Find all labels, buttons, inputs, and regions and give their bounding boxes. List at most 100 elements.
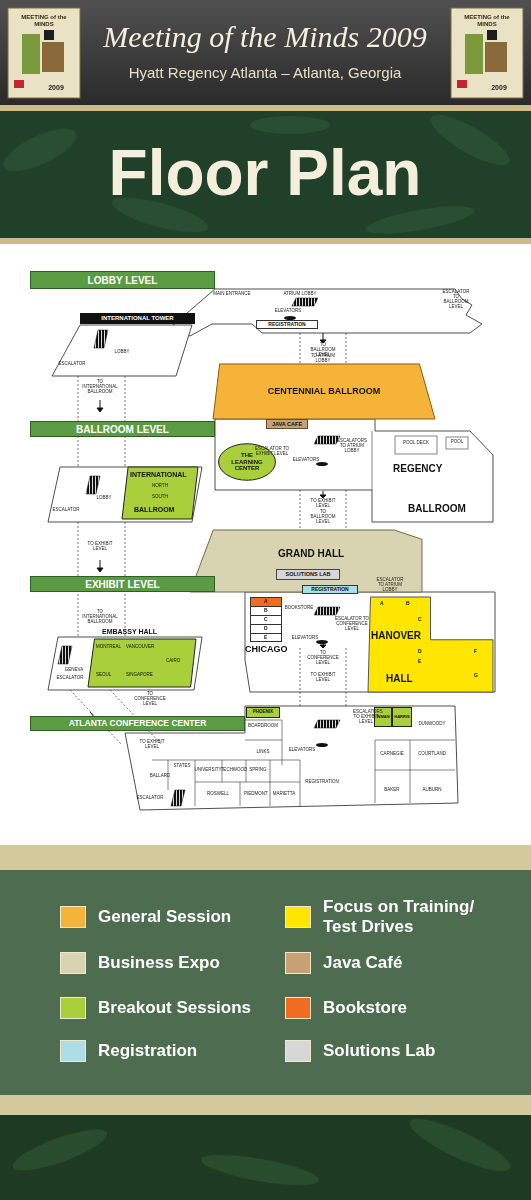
room-box: EMBASSY HALLMONTREALVANCOUVERSEOULSINGAP… bbox=[88, 639, 196, 687]
plan-label: TO EXHIBIT LEVEL bbox=[85, 542, 115, 552]
plan-label: ELEVATORS bbox=[275, 309, 301, 314]
page-title: Meeting of the Minds 2009 bbox=[103, 20, 426, 53]
room-label: B bbox=[406, 601, 410, 607]
room-box: CENTENNIAL BALLROOM bbox=[213, 364, 435, 419]
plan-label: POOL bbox=[451, 440, 464, 445]
room-box: BALLROOM LEVEL bbox=[30, 421, 215, 437]
room-box: ATLANTA CONFERENCE CENTER bbox=[30, 716, 245, 731]
plan-label: ESCALATOR bbox=[137, 796, 164, 801]
room-label: EXHIBIT LEVEL bbox=[85, 579, 159, 590]
room-label: REGENCY bbox=[393, 463, 442, 474]
plan-label: 2009 bbox=[491, 84, 507, 92]
plan-label: TO EXHIBIT LEVEL bbox=[308, 499, 338, 509]
plan-label: POOL DECK bbox=[403, 441, 429, 446]
plan-label: TO EXHIBIT LEVEL bbox=[307, 673, 339, 683]
plan-label: ESCALATOR bbox=[53, 508, 80, 513]
room-text-wrap: PHOENIX bbox=[247, 708, 279, 717]
plan-label: ESCALATORS TO ATRIUM LOBBY bbox=[335, 439, 369, 454]
plan-label: ESCALATOR TO ATRIUM LOBBY bbox=[373, 578, 407, 593]
room-label: HANOVER bbox=[371, 630, 421, 641]
room-label: CAIRO bbox=[166, 659, 180, 664]
room-label: C bbox=[264, 617, 268, 623]
legend-label: Java Café bbox=[323, 953, 498, 973]
page-caption: Hyatt Regency Atlanta – Atlanta, Georgia bbox=[129, 65, 402, 82]
room-label: A bbox=[264, 599, 268, 605]
room-label: LOBBY LEVEL bbox=[88, 275, 158, 286]
plan-label: LOBBY bbox=[114, 350, 129, 355]
legend-swatch bbox=[285, 1040, 311, 1062]
plan-label: AUBURN bbox=[422, 788, 441, 793]
room-text-wrap: ATLANTA CONFERENCE CENTER bbox=[31, 717, 244, 730]
plan-label: LOBBY bbox=[96, 496, 111, 501]
plan-label: TECHWOOD bbox=[221, 768, 248, 773]
plan-label: ESCALATOR TO BALLROOM LEVEL bbox=[441, 290, 471, 310]
plan-label: LINKS bbox=[256, 750, 269, 755]
plan-label: ESCALATORS TO EXHIBIT LEVEL bbox=[353, 710, 379, 725]
room-label: B bbox=[264, 608, 268, 614]
room-box: LOBBY LEVEL bbox=[30, 271, 215, 289]
plan-label: 2009 bbox=[48, 84, 64, 92]
room-text-wrap: EXHIBIT LEVEL bbox=[31, 577, 214, 591]
room-label: F bbox=[474, 649, 477, 655]
room-label: A bbox=[380, 601, 384, 607]
room-label: INTERNATIONAL bbox=[130, 471, 187, 479]
room-label: CENTENNIAL BALLROOM bbox=[268, 387, 380, 397]
plan-label: ESCALATOR bbox=[59, 362, 86, 367]
room-label: G bbox=[474, 673, 478, 679]
plan-label: TO INTERNATIONAL BALLROOM bbox=[80, 610, 120, 625]
plan-label: TO EXHIBIT LEVEL bbox=[137, 740, 167, 750]
room-box: HARRIS bbox=[392, 707, 412, 727]
legend-swatch bbox=[60, 1040, 86, 1062]
room-label: C bbox=[418, 617, 422, 623]
room-box: INTERNATIONALNORTHSOUTHBALLROOM bbox=[122, 467, 198, 519]
room-label: E bbox=[264, 635, 267, 641]
room-label: MONTREAL bbox=[96, 645, 121, 650]
plan-label: MEETING of the MINDS bbox=[14, 14, 74, 27]
legend-swatch bbox=[60, 997, 86, 1019]
room-label: BALLROOM bbox=[134, 506, 174, 514]
plan-label: ESCALATOR TO CONFERENCE LEVEL bbox=[334, 617, 370, 632]
plan-label: REGISTRATION bbox=[305, 780, 338, 785]
room-label: REGISTRATION bbox=[268, 322, 305, 328]
room-text-wrap: INTERNATIONAL TOWER bbox=[80, 313, 195, 324]
room-box: PHOENIX bbox=[246, 707, 280, 718]
plan-label: ROSWELL bbox=[207, 792, 229, 797]
room-label: SINGAPORE bbox=[126, 673, 153, 678]
room-label: HALL bbox=[386, 673, 413, 684]
legend-swatch bbox=[60, 906, 86, 928]
legend-swatch bbox=[60, 952, 86, 974]
room-label: HARRIS bbox=[394, 715, 409, 719]
room-text-wrap: SOLUTIONS LAB bbox=[277, 570, 339, 579]
plan-label: UNIVERSITY bbox=[194, 768, 221, 773]
plan-label: DUNWOODY bbox=[418, 722, 445, 727]
room-label: BALLROOM LEVEL bbox=[76, 424, 169, 435]
legend-label: Bookstore bbox=[323, 998, 498, 1018]
legend-label: General Session bbox=[98, 907, 268, 927]
plan-label: ELEVATORS bbox=[293, 458, 319, 463]
room-label: CHICAGO bbox=[245, 645, 288, 655]
legend-swatch bbox=[285, 997, 311, 1019]
room-label: GRAND HALL bbox=[278, 548, 344, 559]
legend-label: Breakout Sessions bbox=[98, 998, 268, 1018]
room-box: ABCHANOVERDEHALLFG bbox=[368, 597, 493, 692]
room-label: BALLROOM bbox=[408, 503, 466, 514]
room-label: D bbox=[418, 649, 422, 655]
room-label: SOLUTIONS LAB bbox=[286, 571, 331, 577]
room-label: SOUTH bbox=[152, 495, 168, 500]
room-text-wrap: LOBBY LEVEL bbox=[31, 272, 214, 288]
room-label: SEOUL bbox=[96, 673, 111, 678]
plan-label: TO ATRIUM LOBBY bbox=[308, 354, 338, 364]
room-label: REGISTRATION bbox=[311, 587, 348, 593]
poster-heading: Floor Plan bbox=[109, 138, 422, 208]
room-box: SOLUTIONS LAB bbox=[276, 569, 340, 580]
plan-label: ATRIUM LOBBY bbox=[283, 292, 316, 297]
plan-label: MAIN ENTRANCE bbox=[213, 292, 250, 297]
room-box: ABCDECHICAGO bbox=[250, 597, 282, 642]
room-box: EXHIBIT LEVEL bbox=[30, 576, 215, 592]
room-box: REGENCY BALLROOM bbox=[378, 455, 488, 519]
room-box: REGISTRATION bbox=[302, 585, 358, 594]
plan-label: COURTLAND bbox=[418, 752, 446, 757]
room-box: JAVA CAFE bbox=[266, 419, 308, 429]
room-label: PHOENIX bbox=[253, 710, 273, 715]
